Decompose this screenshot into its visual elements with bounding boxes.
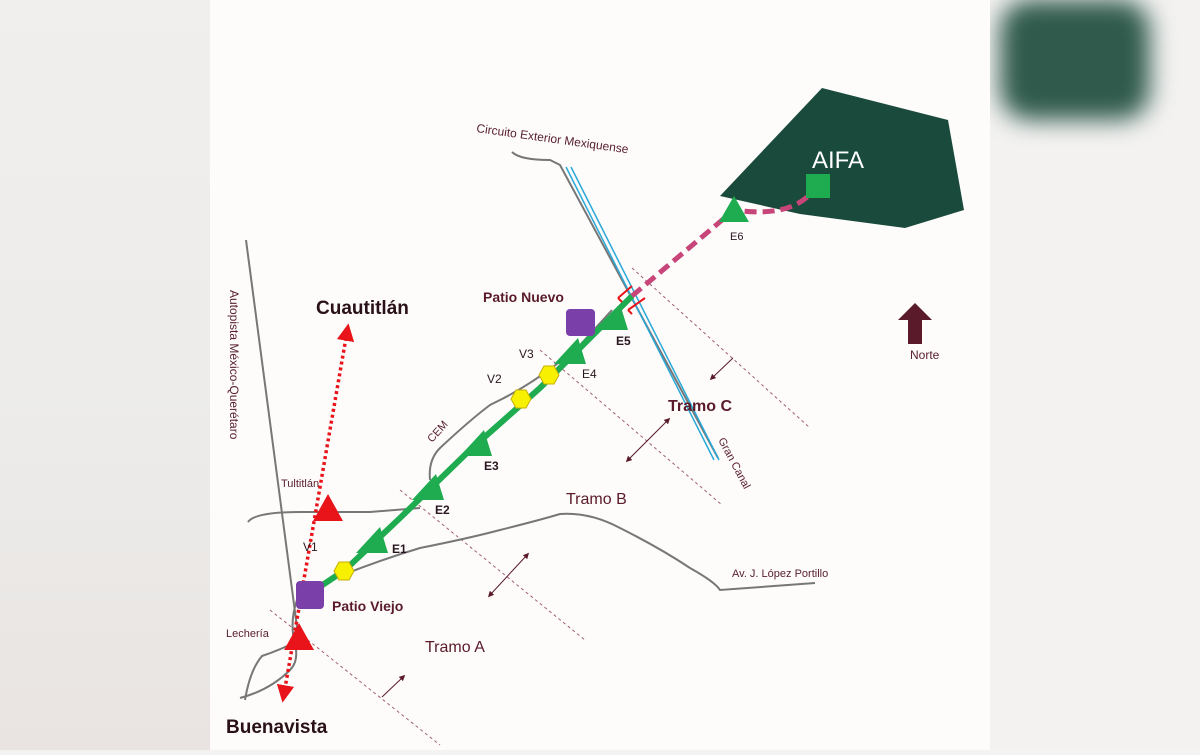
e4-label: E4 bbox=[582, 367, 597, 381]
station-e4-icon bbox=[554, 338, 586, 364]
viaduct-v1-icon bbox=[333, 561, 355, 581]
aifa-airport-area bbox=[720, 88, 964, 228]
section-dividers bbox=[269, 267, 811, 746]
patio-nuevo-label: Patio Nuevo bbox=[483, 289, 564, 305]
blurred-background-left bbox=[0, 0, 210, 750]
tultitlan-station-icon bbox=[313, 494, 343, 521]
station-e1-icon bbox=[356, 527, 388, 553]
gran-canal bbox=[565, 166, 720, 461]
roads bbox=[239, 151, 816, 701]
station-e2-icon bbox=[412, 474, 444, 500]
autopista-road bbox=[245, 239, 301, 651]
buenavista-label: Buenavista bbox=[226, 717, 328, 738]
e5-label: E5 bbox=[616, 334, 631, 348]
blurred-background-right bbox=[990, 0, 1200, 750]
viaduct-v3-icon bbox=[538, 365, 560, 385]
station-e3-icon bbox=[460, 430, 492, 456]
v1-label: V1 bbox=[303, 540, 318, 554]
lecheria-label: Lechería bbox=[226, 628, 270, 640]
autopista-label: Autopista México-Querétaro bbox=[227, 290, 241, 440]
circuito-label: Circuito Exterior Mexiquense bbox=[476, 121, 630, 156]
north-label: Norte bbox=[910, 348, 940, 362]
tramo-b-label: Tramo B bbox=[566, 491, 627, 508]
aifa-terminal-icon bbox=[806, 174, 830, 198]
north-arrow-icon bbox=[898, 303, 932, 344]
station-e6-icon bbox=[719, 196, 749, 222]
e6-label: E6 bbox=[730, 231, 743, 243]
station-e5-icon bbox=[596, 304, 628, 330]
blurred-airport-shape bbox=[1000, 0, 1150, 120]
route-map: AIFA Norte Cuautitlán Buenavista Patio N… bbox=[210, 0, 990, 750]
section-arrows bbox=[381, 357, 734, 698]
patio-nuevo-icon bbox=[566, 309, 595, 336]
airport-extension-line bbox=[630, 190, 814, 298]
lopez-portillo-label: Av. J. López Portillo bbox=[732, 568, 828, 580]
patio-viejo-label: Patio Viejo bbox=[332, 598, 403, 614]
gran-canal-label: Gran Canal bbox=[715, 436, 752, 491]
tramo-c-label: Tramo C bbox=[668, 398, 732, 415]
tultitlan-label: Tultitlán bbox=[281, 478, 319, 490]
v3-label: V3 bbox=[519, 347, 534, 361]
new-route-line bbox=[298, 293, 635, 603]
e2-label: E2 bbox=[435, 503, 450, 517]
tramo-a-label: Tramo A bbox=[425, 639, 485, 656]
e3-label: E3 bbox=[484, 459, 499, 473]
lecheria-station-icon bbox=[284, 623, 314, 650]
aifa-label: AIFA bbox=[812, 147, 864, 174]
canal-crossing-marks bbox=[617, 285, 646, 315]
viaduct-v2-icon bbox=[510, 389, 532, 409]
circuito-road bbox=[511, 151, 719, 459]
lopez-portillo-road bbox=[299, 512, 816, 601]
patio-viejo-icon bbox=[296, 581, 324, 609]
e1-label: E1 bbox=[392, 542, 407, 556]
cuautitlan-label: Cuautitlán bbox=[316, 298, 409, 319]
v2-label: V2 bbox=[487, 372, 502, 386]
